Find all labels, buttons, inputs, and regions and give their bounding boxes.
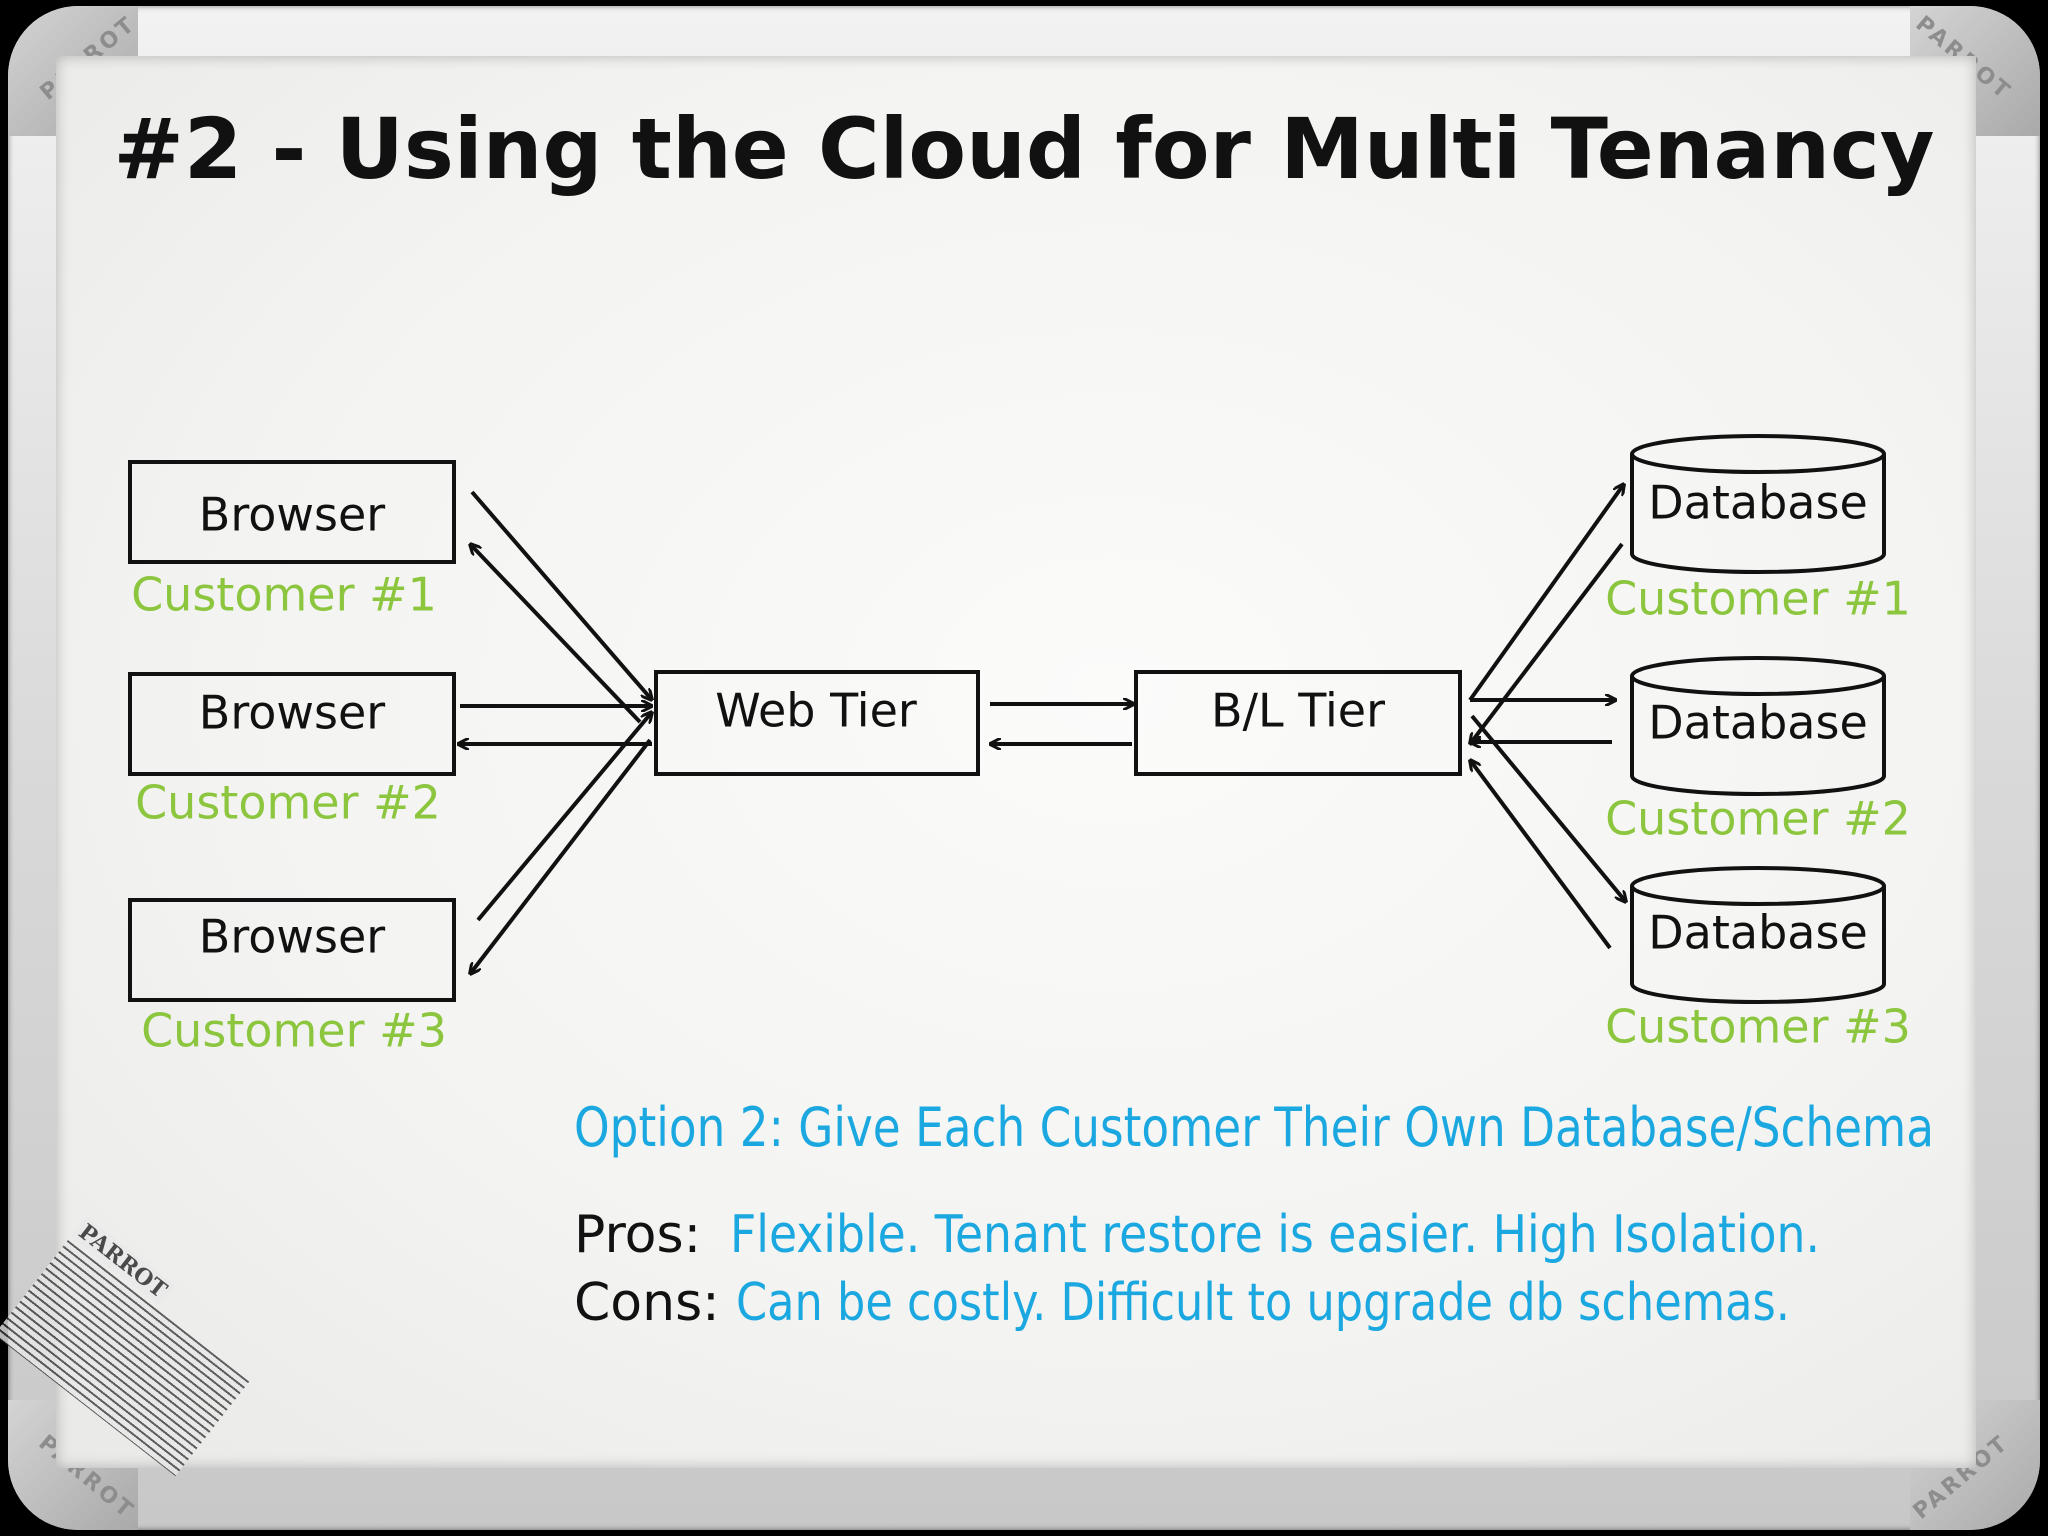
arrow-db3-to-bl <box>1470 760 1612 950</box>
cons-text: Can be costly. Difficult to upgrade db s… <box>736 1273 1790 1333</box>
browser-web-arrows <box>458 490 652 974</box>
arrow-bl-to-db3 <box>1470 714 1626 902</box>
database-cylinder-top <box>1630 656 1886 696</box>
database-cylinder-top <box>1630 434 1886 474</box>
bl-tier-box <box>1134 670 1462 776</box>
bl-tier: B/L Tier <box>1134 670 1462 776</box>
arrow-web-to-browser1 <box>470 544 642 724</box>
customer-label: Customer #1 <box>131 568 437 622</box>
browser-customer-1: Browser Customer #1 <box>128 460 456 622</box>
browser-box <box>128 898 456 1002</box>
database-customer-1: Database Customer #1 <box>1605 434 1911 626</box>
database-cylinder-top <box>1630 866 1886 906</box>
browser-customer-2: Browser Customer #2 <box>128 672 456 830</box>
customer-label: Customer #2 <box>135 776 441 830</box>
option-text: Option 2: Give Each Customer Their Own D… <box>574 1096 1934 1159</box>
web-tier-box <box>654 670 980 776</box>
browser-label: Browser <box>199 488 385 542</box>
browser-box <box>128 460 456 564</box>
cons-label: Cons: <box>574 1273 720 1333</box>
customer-label: Customer #3 <box>141 1004 447 1058</box>
customer-label: Customer #3 <box>1605 1000 1911 1054</box>
browser-label: Browser <box>199 686 385 740</box>
customer-label: Customer #2 <box>1605 792 1911 846</box>
database-label: Database <box>1648 906 1868 960</box>
database-customer-2: Database Customer #2 <box>1605 656 1911 846</box>
arrow-browser3-to-web <box>476 712 652 922</box>
database-cylinder <box>1630 886 1886 1004</box>
web-tier: Web Tier <box>654 670 980 776</box>
bl-tier-label: B/L Tier <box>1211 684 1385 738</box>
browser-label: Browser <box>199 910 385 964</box>
arrow-web-to-browser3 <box>470 738 652 974</box>
browser-box <box>128 672 456 776</box>
arrow-browser1-to-web <box>470 490 652 700</box>
customer-label: Customer #1 <box>1605 572 1911 626</box>
pros-text: Flexible. Tenant restore is easier. High… <box>730 1205 1820 1265</box>
database-cylinder <box>1630 454 1886 574</box>
database-cylinder <box>1630 676 1886 796</box>
database-label: Database <box>1648 476 1868 530</box>
browser-customer-3: Browser Customer #3 <box>128 898 456 1058</box>
database-label: Database <box>1648 696 1868 750</box>
page-title: #2 - Using the Cloud for Multi Tenancy <box>113 100 1934 198</box>
arrow-db1-to-bl <box>1470 542 1624 744</box>
whiteboard-surface <box>56 56 1976 1468</box>
arrow-bl-to-db1 <box>1468 484 1624 702</box>
pros-label: Pros: <box>574 1205 701 1265</box>
database-customer-3: Database Customer #3 <box>1605 866 1911 1054</box>
bl-database-arrows <box>1468 484 1626 950</box>
web-bl-arrows <box>990 704 1134 744</box>
web-tier-label: Web Tier <box>715 684 917 738</box>
